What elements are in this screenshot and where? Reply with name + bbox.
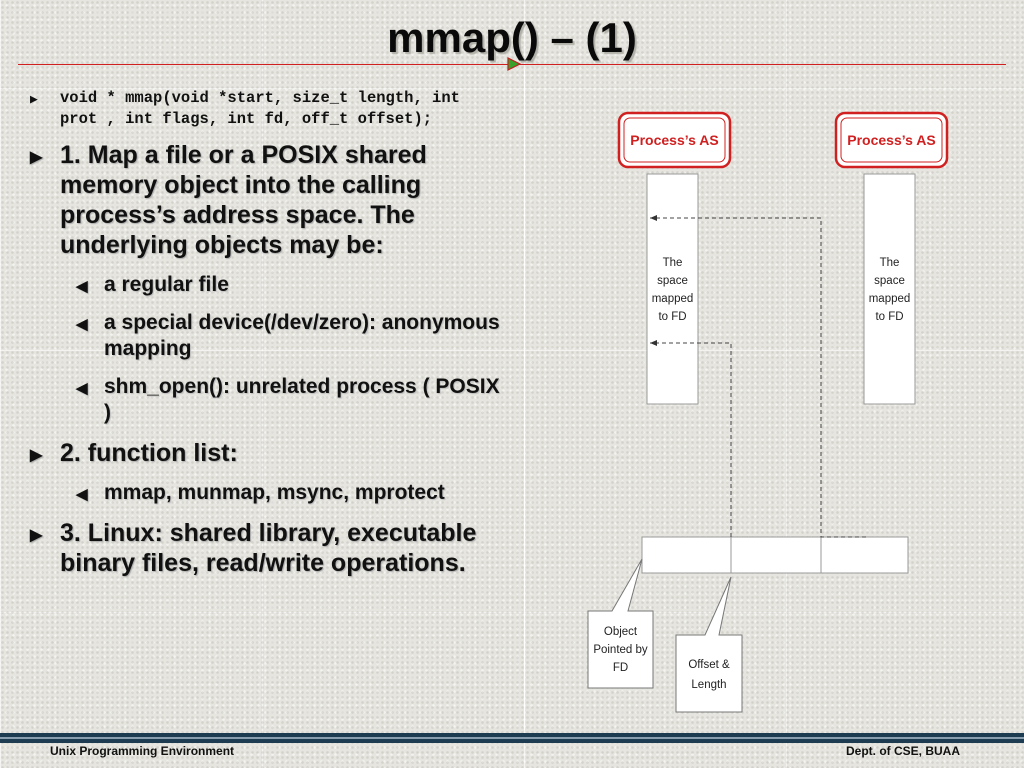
- subbullet-special-device: ◀ a special device(/dev/zero): anonymous…: [76, 310, 500, 362]
- bullet-map-file: ▶ 1. Map a file or a POSIX shared memory…: [30, 140, 500, 260]
- subbullet-shm-open: ◀ shm_open(): unrelated process ( POSIX …: [76, 374, 500, 426]
- callout-text: Offset &: [688, 659, 730, 671]
- footer-course: Unix Programming Environment: [50, 744, 235, 758]
- column-divider: [524, 70, 525, 730]
- mapped-region-text: space: [874, 275, 905, 287]
- mapped-region-text: The: [880, 257, 900, 269]
- address-space-column-left: [646, 173, 699, 405]
- callout-text: Length: [691, 679, 726, 691]
- subbullet-regular-file: ◀ a regular file: [76, 272, 500, 298]
- mapped-region-text: mapped: [869, 293, 911, 305]
- subbullet-mmap-functions: ◀ mmap, munmap, msync, mprotect: [76, 480, 500, 506]
- mapped-region-text: mapped: [652, 293, 694, 305]
- process-as-box-right: Process’s AS: [834, 111, 949, 169]
- bullet-arrow-icon: ▶: [30, 149, 43, 166]
- bullet-function-list: ▶ 2. function list:: [30, 438, 500, 468]
- bullet-text: 1. Map a file or a POSIX shared memory o…: [60, 141, 427, 259]
- bullet-text: 3. Linux: shared library, executable bin…: [60, 519, 477, 577]
- bullet-text: mmap, munmap, msync, mprotect: [104, 481, 445, 504]
- callout-text: FD: [613, 662, 628, 674]
- subbullet-arrow-icon: ◀: [76, 380, 88, 397]
- subbullet-arrow-icon: ◀: [76, 486, 88, 503]
- bullet-arrow-icon: ▶: [30, 527, 43, 544]
- bullet-text: a regular file: [104, 273, 229, 296]
- callout-object-pointed-by-fd: Object Pointed by FD: [587, 558, 654, 689]
- bullet-linux-uses: ▶ 3. Linux: shared library, executable b…: [30, 518, 500, 578]
- bullet-text: a special device(/dev/zero): anonymous m…: [104, 311, 500, 360]
- footer-bars: [0, 733, 1024, 743]
- bullet-mmap-signature: ▶ void * mmap(void *start, size_t length…: [30, 88, 500, 130]
- callout-text: Pointed by: [593, 644, 648, 656]
- process-as-box-left: Process’s AS: [617, 111, 732, 169]
- footer-department: Dept. of CSE, BUAA: [846, 744, 960, 758]
- callout-offset-and-length: Offset & Length: [675, 576, 743, 713]
- callout-text: Object: [604, 626, 638, 638]
- subbullet-arrow-icon: ◀: [76, 316, 88, 333]
- play-marker-icon: [507, 57, 522, 71]
- mapping-arrow-top: [650, 215, 866, 538]
- mapped-region-text: The: [663, 257, 683, 269]
- file-object-strip: [641, 536, 909, 574]
- bullet-arrow-icon: ▶: [30, 447, 43, 464]
- bullet-text: shm_open(): unrelated process ( POSIX ): [104, 375, 500, 424]
- subbullet-arrow-icon: ◀: [76, 278, 88, 295]
- process-as-label: Process’s AS: [847, 132, 935, 148]
- bullet-text: void * mmap(void *start, size_t length, …: [60, 89, 460, 128]
- mapping-arrows: [650, 215, 866, 538]
- mapped-region-text: to FD: [658, 311, 686, 323]
- address-space-column-right: [863, 173, 916, 405]
- mapping-arrow-bottom: [650, 340, 732, 537]
- bullet-arrow-icon: ▶: [30, 92, 38, 107]
- process-as-label: Process’s AS: [630, 132, 718, 148]
- mapped-region-text: space: [657, 275, 688, 287]
- mapped-region-text: to FD: [875, 311, 903, 323]
- slide-title: mmap() – (1): [387, 14, 637, 61]
- bullet-text: 2. function list:: [60, 439, 238, 467]
- bullet-list: ▶ void * mmap(void *start, size_t length…: [30, 88, 500, 590]
